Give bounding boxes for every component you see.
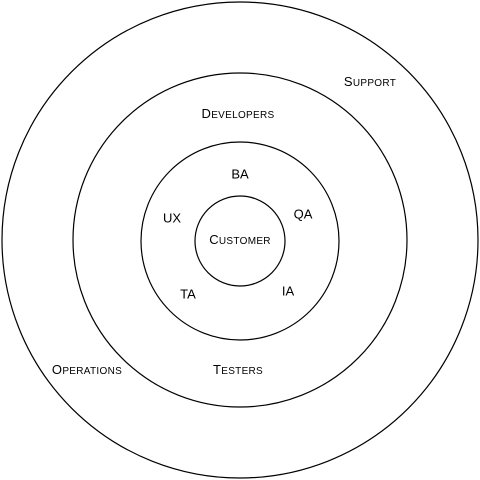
ia-label: IA (282, 283, 295, 298)
ux-label: UX (163, 210, 181, 225)
ta-label: TA (180, 286, 196, 301)
operations-label: OPERATIONS (52, 362, 122, 377)
customer-ring (194, 195, 286, 287)
qa-label: QA (294, 206, 313, 221)
roles-ring (140, 141, 340, 341)
customer-label: CUSTOMER (209, 232, 271, 247)
developers-ring (72, 72, 408, 408)
developers-label: DEVELOPERS (202, 106, 275, 121)
testers-label: TESTERS (213, 362, 263, 377)
ba-label: BA (231, 166, 249, 181)
support-label: SUPPORT (344, 74, 396, 89)
